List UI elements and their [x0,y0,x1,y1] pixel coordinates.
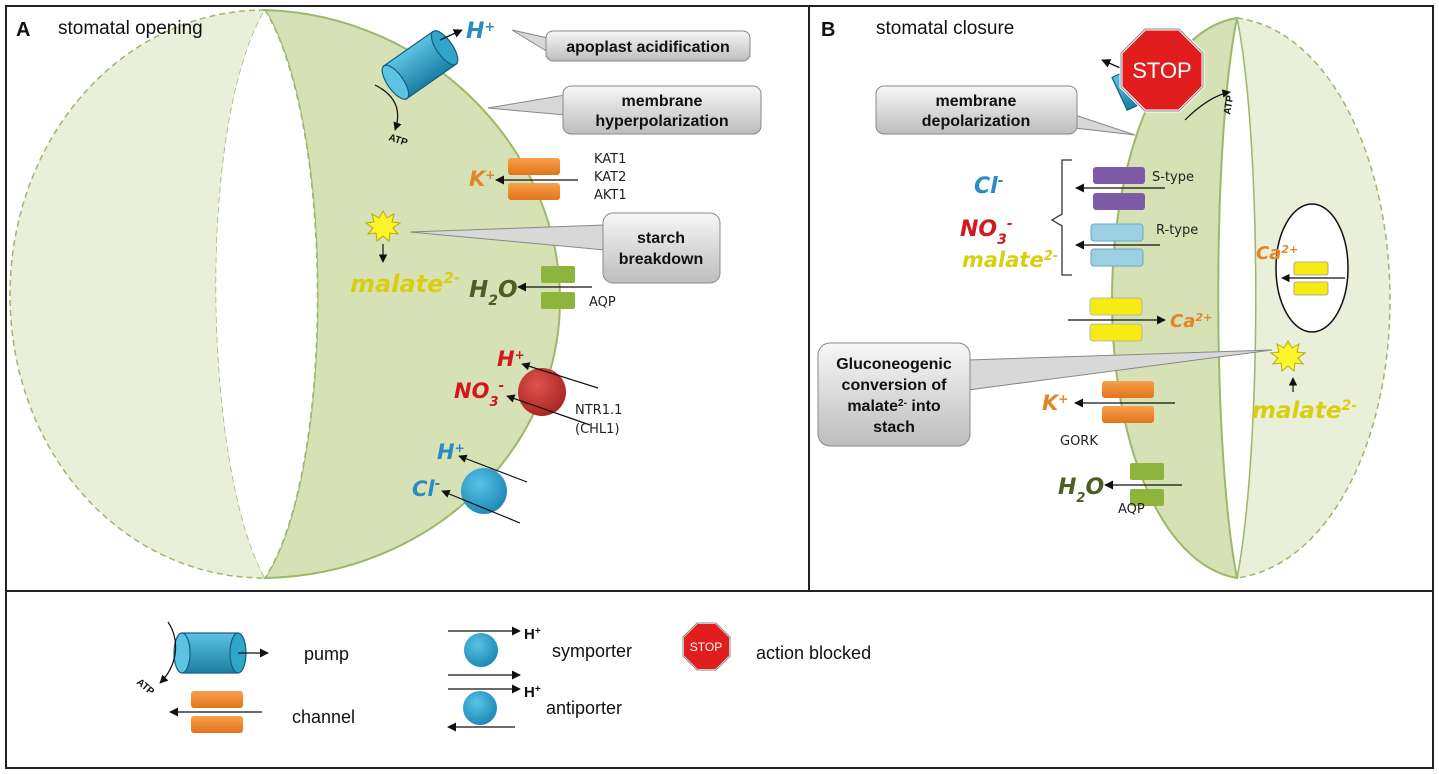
label-kat1: KAT1 [594,152,626,167]
label-r-type: R-type [1156,223,1198,238]
aquaporin-b [1104,463,1182,506]
pump-b-atp-label: ATP [1222,94,1236,115]
ion-h2o-b: H2O [1058,475,1104,506]
legend-pump-label: pump [304,644,349,664]
ion-h2o-a: H2O [469,277,518,309]
legend-antiporter-label: antiporter [546,698,622,718]
legend-antiporter-icon [447,684,521,732]
legend-channel-label: channel [292,707,355,727]
gork-channel [1074,381,1175,423]
svg-text:breakdown: breakdown [619,251,703,268]
ca-channel [1068,297,1166,342]
ion-ca-vacuole: Ca2+ [1256,243,1298,265]
svg-text:stach: stach [873,419,915,436]
callout-membrane-hyperpolarization: membrane hyperpolarization [487,85,762,135]
svg-text:STOP: STOP [690,640,722,654]
legend-antiporter-h: H+ [524,684,541,702]
legend-channel-icon [169,691,262,733]
label-ntr1: NTR1.1 [575,403,622,418]
r-type-channel [1075,223,1160,267]
aquaporin-a [517,266,592,309]
svg-text:depolarization: depolarization [922,113,1030,130]
svg-text:Gluconeogenic: Gluconeogenic [836,356,952,373]
ion-cl-b: Cl- [974,173,1004,199]
legend: ATP pump channel H+ symporter H+ antipor… [134,621,871,733]
callout-apoplast-acidification: apoplast acidification [511,29,751,62]
panel-a-letter: A [16,19,30,41]
legend-symporter-label: symporter [552,641,632,661]
legend-pump-icon: ATP [134,621,269,698]
stomatal-pore [216,10,318,578]
ion-malate-b-right: malate2- [1252,398,1357,424]
ion-ca: Ca2+ [1170,311,1212,333]
svg-text:membrane: membrane [936,93,1017,110]
svg-text:membrane: membrane [622,93,703,110]
ion-cl-a: Cl- [412,476,441,501]
svg-text:starch: starch [637,230,685,247]
legend-symporter-icon [448,626,521,680]
ion-h-pump: H+ [466,19,495,44]
callout-gluconeogenic-conversion: Gluconeogenic conversion of malate2- int… [817,342,1273,447]
panel-b-title: stomatal closure [876,18,1014,39]
label-aqp-a: AQP [589,295,616,310]
label-akt1: AKT1 [594,188,627,203]
label-kat2: KAT2 [594,170,626,185]
label-chl1: (CHL1) [575,422,620,437]
ion-h-cl: H+ [437,440,465,464]
starch-burst [364,209,402,242]
label-s-type: S-type [1152,170,1194,185]
panel-a-title: stomatal opening [58,18,203,39]
label-gork: GORK [1060,434,1098,449]
s-type-channel [1075,167,1165,210]
malate-burst [1269,339,1307,372]
ion-malate-a: malate2- [350,269,460,298]
legend-stop-icon: STOP [682,622,731,671]
svg-text:apoplast acidification: apoplast acidification [566,39,730,56]
legend-action-blocked-label: action blocked [756,643,871,663]
callout-membrane-depolarization: membrane depolarization [875,85,1136,136]
svg-text:conversion of: conversion of [842,377,948,394]
ion-k-b: K+ [1042,391,1068,415]
k-channel [495,158,578,200]
legend-symporter-h: H+ [524,626,541,644]
ion-h-ntr: H+ [497,347,525,371]
panel-a: A stomatal opening ATP H+ apoplast acidi… [9,8,762,580]
callout-gluco-line3: malate2- into [847,398,941,416]
ion-no3-b: NO3- [960,216,1013,248]
panel-b: B stomatal closure ATP STOP membrane dep… [817,16,1391,580]
ion-no3-a: NO3- [454,378,504,410]
anion-brace [1050,159,1072,276]
legend-atp-label: ATP [134,677,156,698]
proton-pump: ATP [374,29,463,149]
panel-b-letter: B [821,19,835,41]
ion-k: K+ [469,167,495,191]
stop-sign-b: STOP [1132,58,1192,83]
label-aqp-b: AQP [1118,502,1145,517]
outer-frame [5,5,1434,769]
ion-malate-b-left: malate2- [962,248,1058,272]
cl-symporter [461,468,507,514]
guard-cell-b-left [1110,16,1239,580]
svg-text:hyperpolarization: hyperpolarization [595,113,728,130]
blocked-pump: ATP STOP [1101,27,1236,121]
callout-starch-breakdown: starch breakdown [409,212,721,284]
